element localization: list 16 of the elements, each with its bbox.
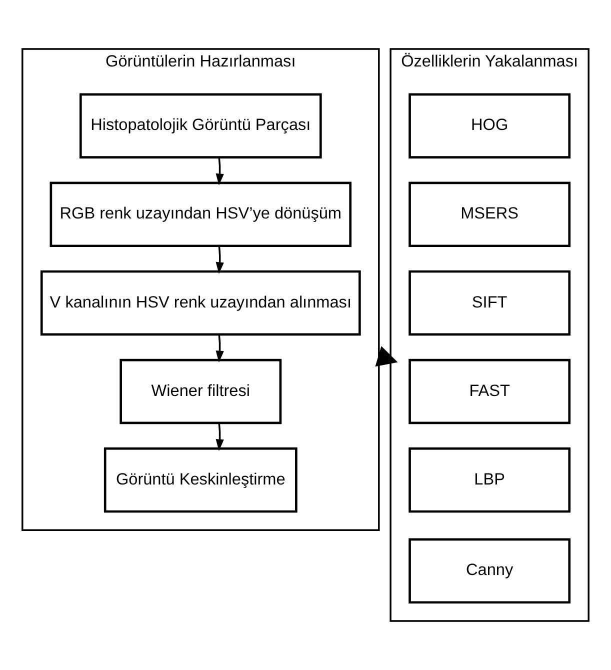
node-box: V kanalının HSV renk uzayından alınması <box>40 270 361 336</box>
node-box: MSERS <box>408 182 571 248</box>
arrow <box>216 423 224 451</box>
arrow <box>216 334 224 362</box>
arrow <box>216 158 224 186</box>
node-box: HOG <box>408 93 571 158</box>
node-box: Wiener filtresi <box>120 358 282 424</box>
node-box: RGB renk uzayından HSV’ye dönüşüm <box>50 182 352 248</box>
node-box: LBP <box>408 447 571 513</box>
arrow <box>216 246 224 274</box>
node-box: Histopatolojik Görüntü Parçası <box>79 93 322 158</box>
node-box: Canny <box>408 538 571 604</box>
arrow <box>375 346 398 367</box>
node-box: SIFT <box>408 270 571 336</box>
node-box: Görüntü Keskinleştirme <box>104 447 298 513</box>
node-box: FAST <box>408 358 571 424</box>
